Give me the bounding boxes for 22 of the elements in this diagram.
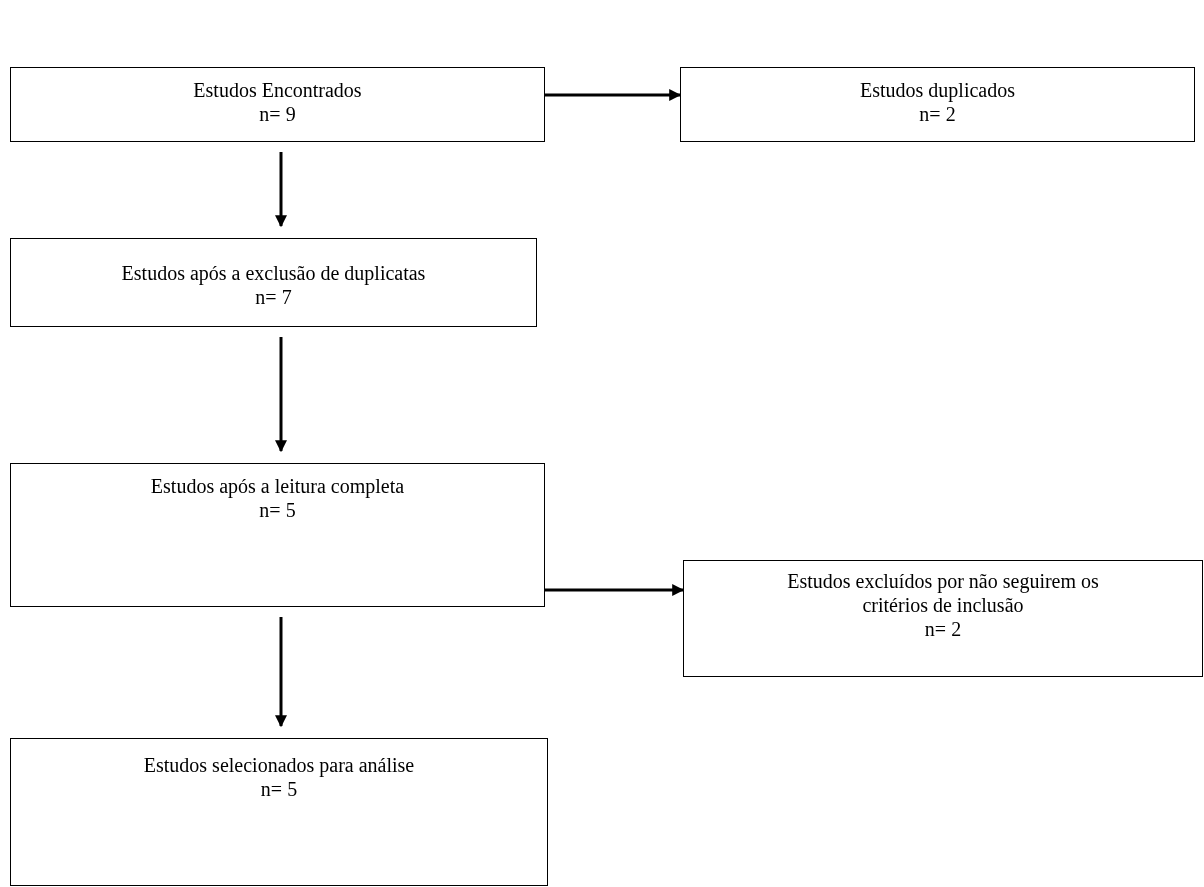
arrow xyxy=(545,584,685,596)
process-box xyxy=(10,463,545,607)
count-text: n= 2 xyxy=(924,617,962,641)
process-box xyxy=(10,238,537,327)
count-text: n= 7 xyxy=(255,285,292,309)
process-box xyxy=(680,67,1195,142)
arrow xyxy=(545,89,682,101)
process-box xyxy=(10,738,548,886)
box-title: Estudos selecionados para análise xyxy=(143,753,415,777)
arrow xyxy=(275,617,287,728)
count-text: n= 5 xyxy=(260,777,298,801)
process-box xyxy=(10,67,545,142)
box-title: Estudos após a exclusão de duplicatas xyxy=(121,261,426,285)
count-text: n= 9 xyxy=(259,102,296,126)
arrow xyxy=(275,337,287,453)
box-title: Estudos Encontrados xyxy=(193,78,362,102)
box-title: Estudos duplicados xyxy=(860,78,1015,102)
count-text: n= 5 xyxy=(259,498,296,522)
count-text: n= 2 xyxy=(919,102,956,126)
box-title: Estudos após a leitura completa xyxy=(150,474,405,498)
process-box xyxy=(683,560,1203,677)
arrow xyxy=(275,152,287,228)
